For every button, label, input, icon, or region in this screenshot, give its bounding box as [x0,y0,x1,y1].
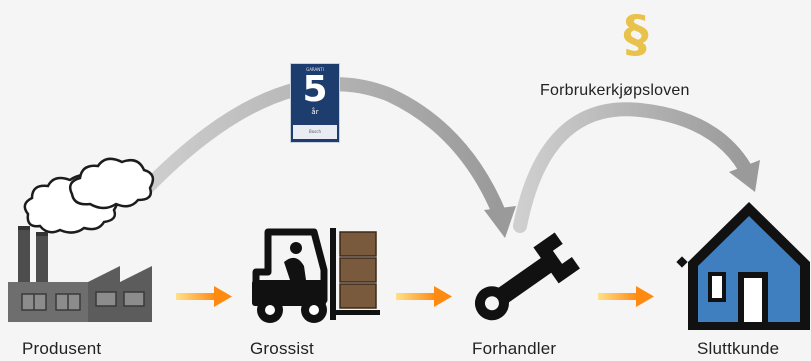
warranty-arc-arrow [136,77,516,238]
flow-arrow-1 [176,286,232,307]
warranty-badge-unit: år [311,108,319,116]
flow-arrow-2 [396,286,452,307]
law-label: Forbrukerkjøpsloven [540,82,690,99]
warranty-badge-bottom-text: Bosch [293,125,337,139]
retailer-label: Forhandler [472,339,557,358]
house-icon [676,202,810,330]
section-symbol-icon: § [623,5,649,63]
producer-label: Produsent [22,339,102,358]
warranty-badge-icon: GARANTI 5 år Bosch [290,63,340,143]
customer-label: Sluttkunde [697,339,780,358]
flow-arrow-3 [598,286,654,307]
wrench-icon [474,232,580,321]
wholesaler-label: Grossist [250,339,314,358]
factory-icon [8,157,155,322]
warranty-badge-number: 5 [302,69,328,110]
law-arc-arrow [513,102,760,233]
warranty-badge-top-text: GARANTI [306,67,324,72]
forklift-icon [252,228,380,323]
